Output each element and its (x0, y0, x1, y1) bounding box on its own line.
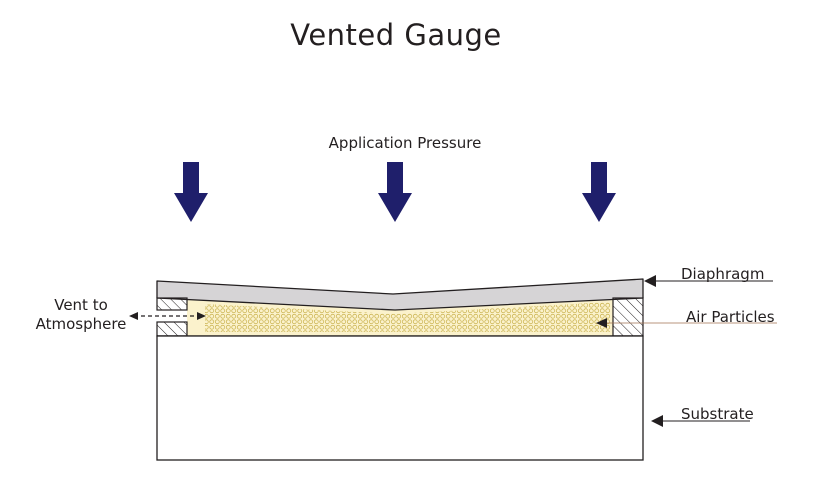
pressure-arrow-center (378, 162, 412, 222)
diagram-title: Vented Gauge (290, 18, 502, 52)
diaphragm-label: Diaphragm (681, 265, 765, 283)
left-spacer-bottom (156, 321, 188, 337)
pressure-arrow-right (582, 162, 616, 222)
application-pressure-label: Application Pressure (328, 134, 482, 152)
vent-arrow (129, 312, 206, 320)
pressure-arrow-left (174, 162, 208, 222)
substrate-callout (651, 415, 750, 427)
substrate (156, 335, 644, 461)
substrate-label: Substrate (681, 405, 754, 423)
vent-label-line2: Atmosphere (35, 315, 127, 333)
vent-label: Vent to Atmosphere (31, 296, 131, 334)
air-particles (205, 302, 610, 332)
vent-label-line1: Vent to (54, 296, 108, 314)
left-spacer-top (156, 297, 188, 311)
air-particles-label: Air Particles (686, 308, 775, 326)
right-spacer (612, 297, 644, 337)
diaphragm-callout (644, 275, 773, 287)
pressure-arrows (174, 162, 616, 222)
air-particles-callout (596, 318, 777, 328)
